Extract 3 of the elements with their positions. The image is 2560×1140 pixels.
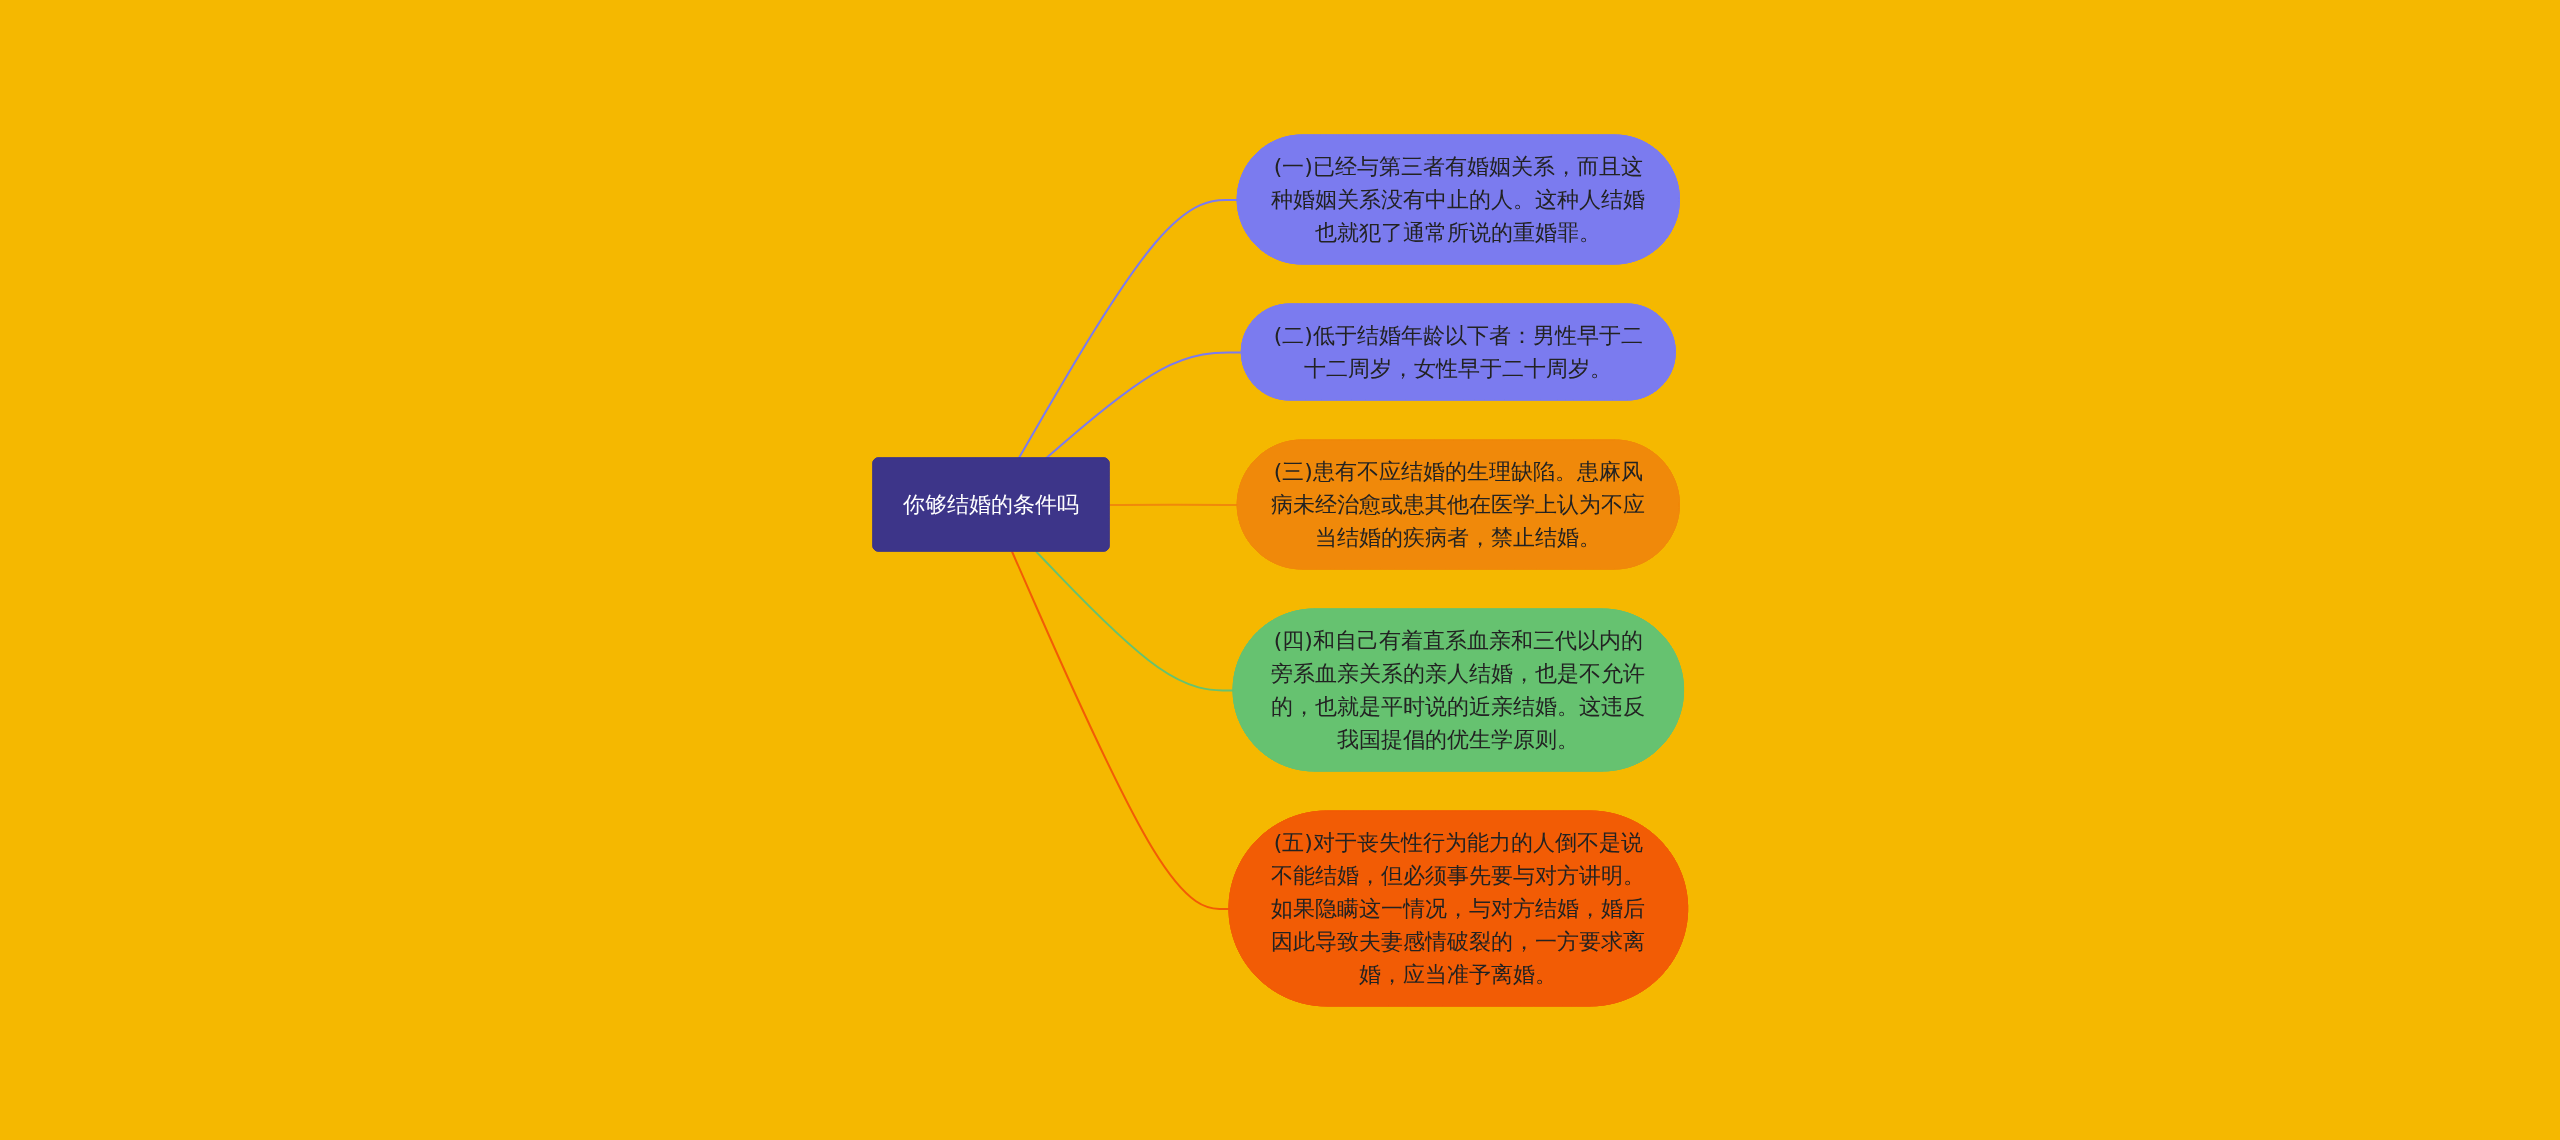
connector (1044, 350, 1243, 459)
connector (1017, 198, 1239, 459)
connector (1108, 503, 1239, 506)
